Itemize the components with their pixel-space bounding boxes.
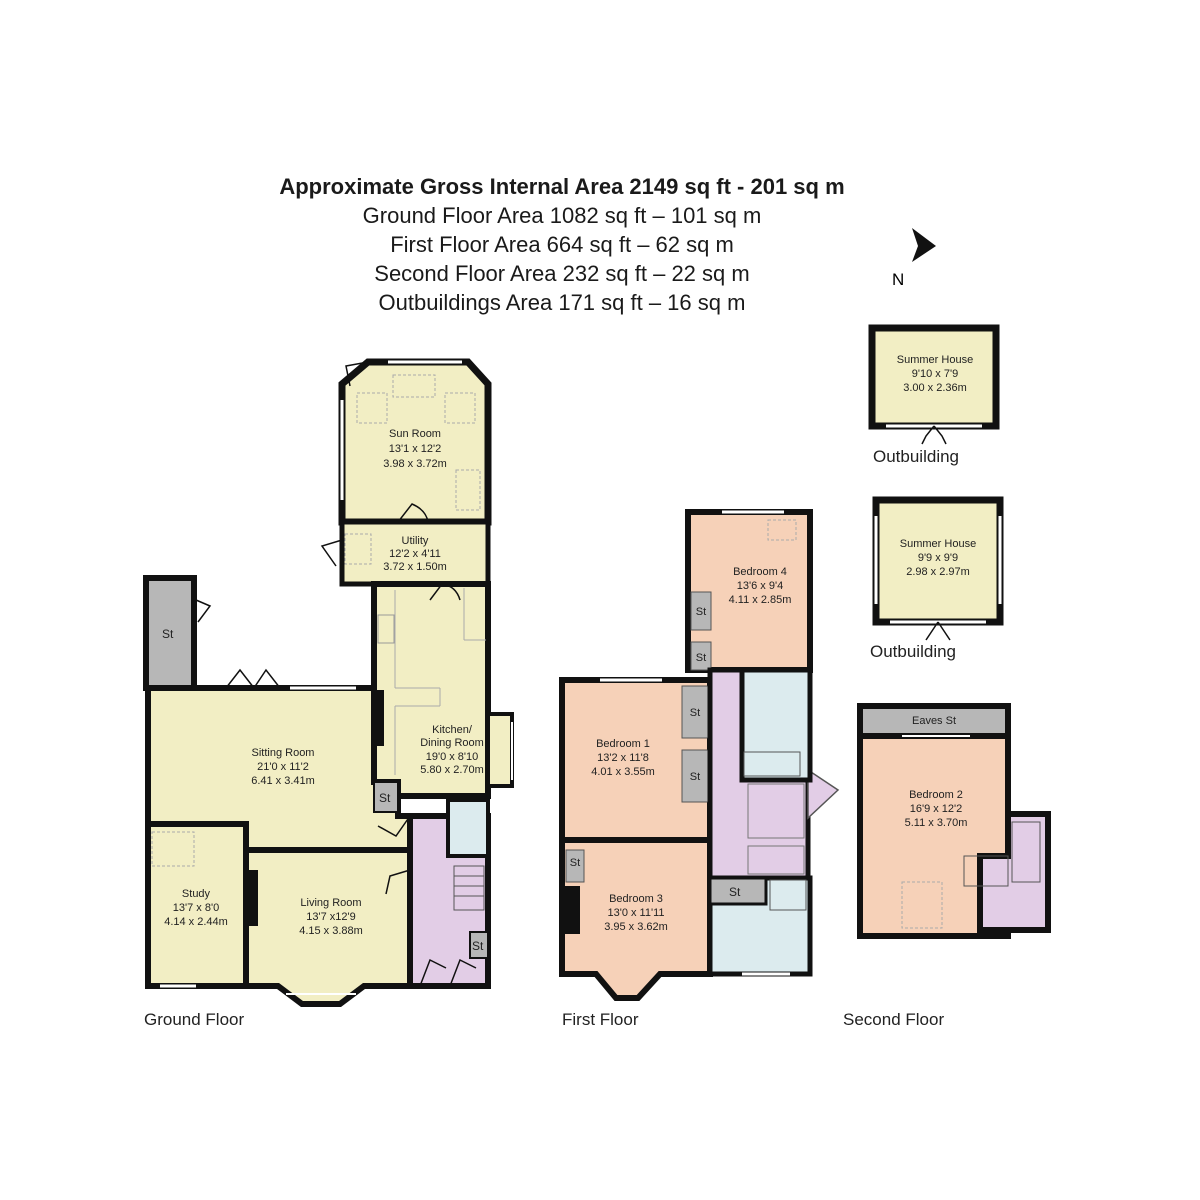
utility-metric: 3.72 x 1.50m: [383, 561, 447, 573]
study-area: [145, 821, 249, 989]
bedroom-4-metric: 4.11 x 2.85m: [729, 594, 792, 606]
sitting-room-name: Sitting Room: [252, 747, 315, 759]
ground-store-3: [469, 931, 489, 959]
bedroom-3-metric: 3.95 x 3.62m: [604, 921, 668, 933]
study-name: Study: [182, 888, 211, 900]
living-room-imperial: 13'7 x12'9: [306, 911, 355, 923]
first-store-3: [681, 685, 709, 739]
ground-floor-plan: St St St: [143, 358, 514, 1007]
ground-store-2-label: St: [379, 791, 391, 805]
utility-area: [339, 519, 491, 587]
bedroom-2-metric: 5.11 x 3.70m: [905, 817, 968, 829]
area-summary: Approximate Gross Internal Area 2149 sq …: [0, 172, 1124, 317]
utility-name: Utility: [402, 535, 429, 547]
kitchen-name-1: Kitchen/: [432, 724, 473, 736]
first-store-4-label: St: [690, 771, 700, 783]
first-floor-label: First Floor: [562, 1010, 639, 1029]
outbuilding-label-2: Outbuilding: [870, 642, 957, 661]
second-floor-label: Second Floor: [843, 1010, 945, 1029]
summer-house-1-metric: 3.00 x 2.36m: [903, 382, 967, 394]
first-floor-area: First Floor Area 664 sq ft – 62 sq m: [390, 232, 734, 257]
bedroom-2-imperial: 16'9 x 12'2: [910, 803, 963, 815]
summer-house-1-name: Summer House: [897, 354, 973, 366]
sitting-room-imperial: 21'0 x 11'2: [257, 761, 309, 773]
sitting-room-metric: 6.41 x 3.41m: [251, 775, 315, 787]
outbuildings-area: Outbuildings Area 171 sq ft – 16 sq m: [378, 290, 746, 315]
ground-floor-area: Ground Floor Area 1082 sq ft – 101 sq m: [362, 203, 762, 228]
second-floor-area: Second Floor Area 232 sq ft – 22 sq m: [374, 261, 750, 286]
kitchen-area: [371, 581, 491, 799]
first-store-1: [690, 591, 712, 631]
bedroom-1-name: Bedroom 1: [596, 738, 650, 750]
second-floor-plan: [857, 703, 1051, 939]
first-store-4: [681, 749, 709, 803]
utility-imperial: 12'2 x 4'11: [389, 548, 441, 560]
sun-room-name: Sun Room: [389, 428, 441, 440]
kitchen-metric: 5.80 x 2.70m: [420, 764, 484, 776]
ground-floor-label: Ground Floor: [144, 1010, 245, 1029]
first-store-5-label: St: [570, 857, 580, 869]
sun-room-imperial: 13'1 x 12'2: [389, 443, 442, 455]
ground-store-3-label: St: [472, 939, 484, 953]
first-store-5: [565, 849, 585, 883]
bedroom-4-name: Bedroom 4: [733, 566, 787, 578]
study-imperial: 13'7 x 8'0: [173, 902, 219, 914]
living-room-metric: 4.15 x 3.88m: [299, 925, 363, 937]
first-store-3-label: St: [690, 707, 700, 719]
study-metric: 4.14 x 2.44m: [164, 916, 228, 928]
outbuildings-plan: [868, 324, 1004, 641]
summer-house-2-imperial: 9'9 x 9'9: [918, 552, 958, 564]
bedroom-3-name: Bedroom 3: [609, 893, 663, 905]
compass-arrow-icon: [912, 228, 936, 262]
total-area-heading: Approximate Gross Internal Area 2149 sq …: [279, 174, 845, 199]
first-store-6: [708, 876, 768, 906]
sun-room-area: [338, 358, 492, 526]
ground-wc-area: [446, 798, 490, 858]
summer-house-1-imperial: 9'10 x 7'9: [912, 368, 958, 380]
ground-store-2: [373, 781, 399, 813]
first-store-1-label: St: [696, 606, 706, 618]
bedroom-3-imperial: 13'0 x 11'11: [607, 907, 664, 919]
bedroom-2-name: Bedroom 2: [909, 789, 963, 801]
bedroom-4-imperial: 13'6 x 9'4: [737, 580, 783, 592]
first-floor-plan: St: [559, 509, 840, 1001]
bedroom-1-metric: 4.01 x 3.55m: [591, 766, 655, 778]
summer-house-2-name: Summer House: [900, 538, 976, 550]
kitchen-imperial: 19'0 x 8'10: [426, 751, 479, 763]
first-store-6-label: St: [729, 885, 741, 899]
first-store-2-label: St: [696, 652, 706, 664]
sun-room-metric: 3.98 x 3.72m: [383, 458, 447, 470]
compass-north-label: N: [892, 270, 905, 289]
ground-store-1-label: St: [162, 627, 174, 641]
bedroom-1-imperial: 13'2 x 11'8: [597, 752, 649, 764]
first-bathroom-area: [739, 667, 813, 783]
summer-house-2-metric: 2.98 x 2.97m: [906, 566, 970, 578]
living-room-name: Living Room: [300, 897, 361, 909]
first-store-2: [690, 641, 712, 671]
eaves-store-name: Eaves St: [912, 715, 956, 727]
kitchen-name-2: Dining Room: [420, 737, 484, 749]
outbuilding-label-1: Outbuilding: [873, 447, 960, 466]
